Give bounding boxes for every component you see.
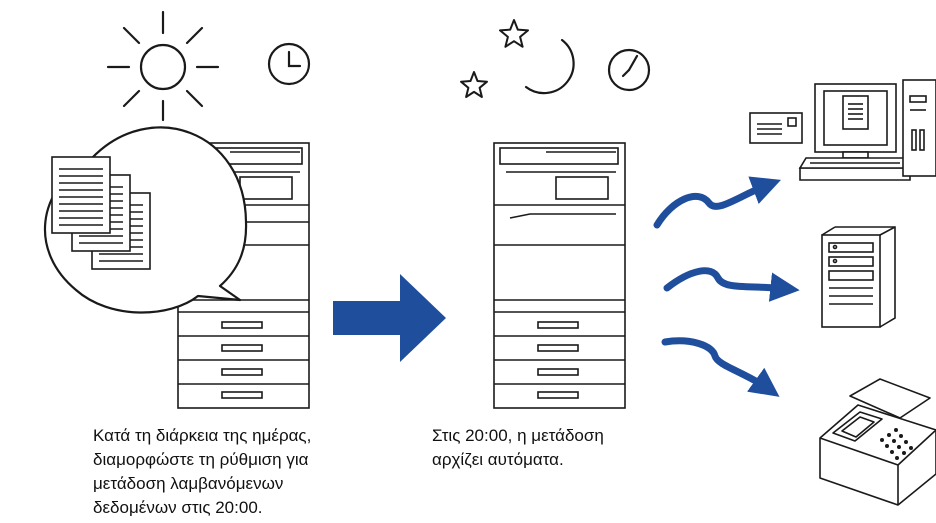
fax-icon bbox=[819, 378, 936, 506]
stars-icon bbox=[460, 19, 529, 98]
sun-icon bbox=[106, 10, 220, 122]
server-icon bbox=[821, 226, 896, 328]
caption-night: Στις 20:00, η μετάδοση αρχίζει αυτόματα. bbox=[432, 426, 604, 469]
moon-icon bbox=[524, 38, 575, 95]
fax-keypad bbox=[880, 428, 913, 460]
arrow-to-server bbox=[663, 267, 800, 302]
transmission-arrows bbox=[653, 176, 800, 397]
copier-night bbox=[493, 142, 626, 409]
arrow-to-computer bbox=[653, 176, 782, 229]
document-stack-icon bbox=[51, 156, 151, 270]
arrow-to-fax bbox=[661, 337, 780, 397]
clock-icon bbox=[267, 42, 311, 86]
caption-day: Κατά τη διάρκεια της ημέρας, διαμορφώστε… bbox=[93, 426, 312, 517]
clock-icon bbox=[607, 48, 651, 92]
big-arrow bbox=[333, 274, 446, 362]
computer-icon bbox=[749, 79, 936, 181]
